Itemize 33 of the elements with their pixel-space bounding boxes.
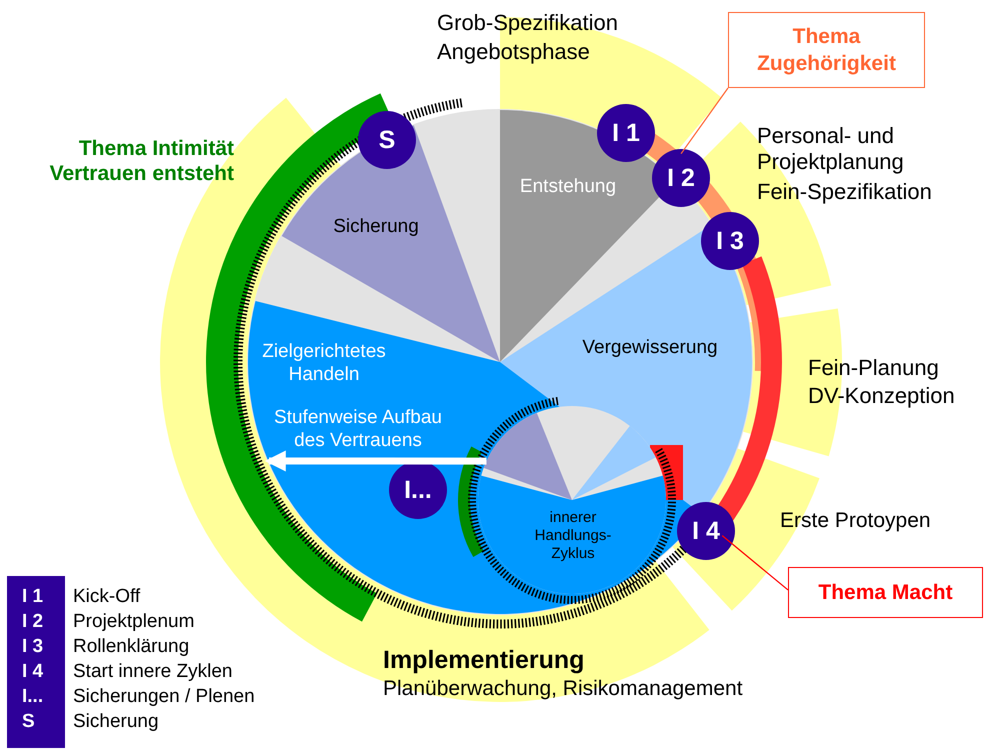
phase-heading: Implementierung (383, 645, 584, 675)
legend-code: I 3 (22, 636, 44, 659)
phase-label: Grob-Spezifikation (437, 10, 618, 36)
sector-label: Sicherung (332, 216, 420, 239)
direction-arrow (264, 450, 486, 472)
theme-box: Thema Macht (788, 567, 983, 618)
legend-text: Projektplenum (73, 611, 194, 634)
sector-label: Entstehung (518, 176, 618, 199)
theme-label: Thema Intimität Vertrauen entsteht (48, 136, 234, 186)
sector-label: Zielgerichtetes Handeln (261, 341, 387, 387)
arrow-label: Stufenweise Aufbau des Vertrauens (273, 407, 443, 453)
legend-text: Rollenklärung (73, 636, 190, 659)
phase-label: Fein-Planung (808, 355, 939, 382)
phase-label: DV-Konzeption (808, 383, 955, 410)
inner-cycle-label: innerer Handlungs-Zyklus (534, 509, 612, 563)
legend-text: Start innere Zyklen (73, 661, 232, 684)
leader-line (680, 88, 728, 154)
sector-label: Vergewisserung (581, 337, 719, 360)
legend-text: Sicherungen / Plenen (73, 686, 255, 709)
phase-label: Fein-Spezifikation (757, 179, 932, 206)
legend-text: Kick-Off (73, 586, 140, 609)
legend-code: I 2 (22, 611, 44, 634)
phase-label: Angebotsphase (437, 39, 590, 66)
phase-label: Planüberwachung, Risikomanagement (383, 676, 743, 702)
legend-code: I 1 (22, 586, 44, 609)
legend-text: Sicherung (73, 711, 159, 734)
legend-code: I... (22, 686, 44, 709)
legend-code: I 4 (22, 661, 44, 684)
phase-label: Erste Protoypen (780, 508, 931, 534)
theme-box: Thema Zugehörigkeit (728, 12, 925, 88)
phase-label: Personal- und Projektplanung (757, 123, 905, 176)
legend-code: S (22, 711, 35, 734)
leader-line (722, 535, 788, 590)
